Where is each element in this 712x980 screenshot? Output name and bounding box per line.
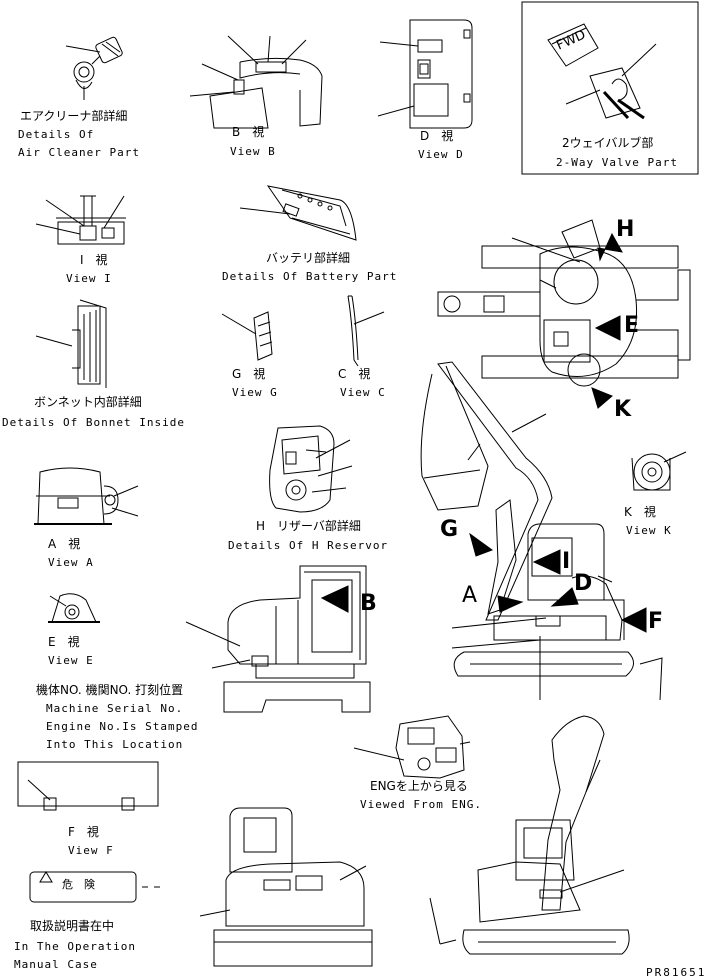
arrow-g-icon (470, 534, 492, 556)
arrow-b-icon (322, 586, 348, 612)
engine-top-drawing (354, 716, 470, 778)
view-f-drawing (18, 762, 158, 810)
air-cleaner-drawing (66, 36, 123, 100)
view-i-label-en: View I (66, 272, 112, 285)
serial-location-drawing (186, 566, 370, 712)
manual-title-jp: 取扱説明書在中 (30, 919, 115, 933)
reservor-title-en: Details Of H Reservor (228, 539, 389, 552)
callout-d: D (574, 571, 593, 596)
top-view-drawing (438, 220, 690, 386)
reservor-drawing (270, 426, 352, 512)
arrow-k-icon (592, 388, 612, 408)
view-g-drawing (222, 312, 272, 360)
view-f-label-en: View F (68, 844, 114, 857)
view-k-label-jp: K 視 (624, 505, 656, 519)
view-b-label-en: View B (230, 145, 276, 158)
battery-title-en: Details Of Battery Part (222, 270, 398, 283)
plate-warning-text: 危 険 (62, 878, 95, 891)
callout-e: E (624, 313, 640, 338)
view-d-label-jp: D 視 (420, 129, 454, 143)
bonnet-title-en: Details Of Bonnet Inside (2, 416, 185, 429)
view-a-drawing (34, 468, 138, 524)
air-cleaner-title-jp: エアクリーナ部詳細 (20, 109, 128, 123)
view-a-label-jp: A 視 (48, 537, 81, 551)
battery-title-jp: バッテリ部詳細 (266, 251, 351, 265)
arrow-d-icon (552, 588, 578, 606)
arrow-a-icon (498, 596, 522, 612)
view-k-label-en: View K (626, 524, 672, 537)
callout-g: G (440, 517, 459, 542)
air-cleaner-title-en2: Air Cleaner Part (18, 146, 140, 159)
serial-title-en3: Into This Location (46, 738, 184, 751)
two-way-label-jp: 2ウェイバルブ部 (562, 136, 654, 150)
manual-plate-drawing (30, 872, 160, 902)
arrow-i-icon (534, 550, 560, 574)
reservor-title-jp: H リザーバ部詳細 (256, 519, 361, 533)
view-b-drawing (190, 36, 322, 128)
view-i-label-jp: I 視 (80, 253, 108, 267)
callout-b: B (360, 591, 377, 616)
callout-arrows (322, 234, 646, 632)
view-f-label-jp: F 視 (68, 825, 99, 839)
view-c-drawing (348, 296, 384, 366)
callout-a: A (462, 583, 478, 608)
side-machine-bottom-drawing (430, 716, 629, 954)
arrow-h-icon (598, 234, 622, 260)
callout-h: H (616, 217, 635, 242)
view-e-label-en: View E (48, 654, 94, 667)
two-way-label-en: 2-Way Valve Part (556, 156, 678, 169)
battery-drawing (240, 186, 356, 240)
air-cleaner-title-en1: Details Of (18, 128, 95, 141)
arrow-f-icon (622, 608, 646, 632)
view-e-drawing (48, 594, 100, 622)
eng-top-title-en: Viewed From ENG. (360, 798, 482, 811)
callout-i: I (562, 549, 571, 574)
arrow-e-icon (596, 316, 620, 340)
bonnet-title-jp: ボンネット内部詳細 (34, 395, 142, 409)
view-b-label-jp: B 視 (232, 125, 265, 139)
serial-title-en2: Engine No.Is Stamped (46, 720, 199, 733)
serial-title-jp: 機体NO. 機関NO. 打刻位置 (36, 683, 184, 697)
two-way-valve-drawing (522, 2, 698, 174)
callout-k: K (614, 397, 632, 422)
view-a-label-en: View A (48, 556, 94, 569)
view-g-label-jp: G 視 (232, 367, 266, 381)
view-c-label-jp: C 視 (338, 367, 371, 381)
serial-title-en1: Machine Serial No. (46, 702, 184, 715)
view-d-label-en: View D (418, 148, 464, 161)
view-k-drawing (632, 452, 686, 490)
view-g-label-en: View G (232, 386, 278, 399)
bonnet-drawing (36, 300, 106, 388)
drawing-code: PR81651 (646, 966, 707, 979)
manual-title-en2: Manual Case (14, 958, 98, 971)
manual-title-en1: In The Operation (14, 940, 136, 953)
rear-machine-drawing (200, 808, 372, 966)
view-d-drawing (378, 20, 472, 128)
eng-top-title-jp: ENGを上から見る (370, 779, 468, 793)
view-e-label-jp: E 視 (48, 635, 80, 649)
callout-f: F (648, 609, 664, 634)
view-c-label-en: View C (340, 386, 386, 399)
view-i-drawing (36, 196, 126, 244)
main-machine-drawing (421, 362, 662, 700)
